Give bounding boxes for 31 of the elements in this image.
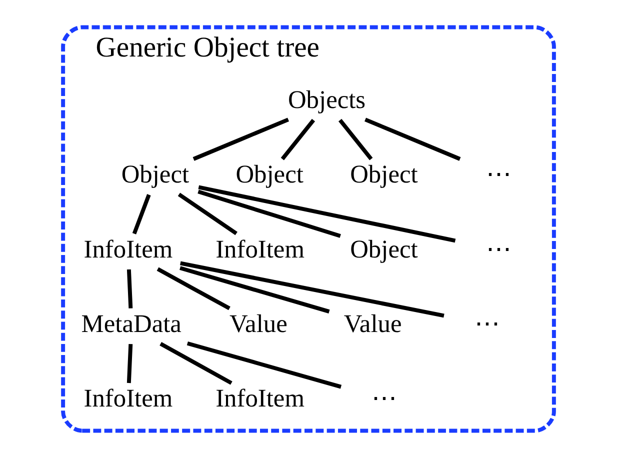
- connector: [126, 269, 133, 308]
- node-text: Objects: [288, 86, 366, 114]
- node-text: ⋯: [486, 160, 511, 189]
- node-text: Object: [121, 160, 190, 189]
- node-text: ⋯: [486, 235, 511, 264]
- connector: [180, 261, 444, 318]
- connector: [160, 342, 232, 385]
- node-text: Object: [236, 160, 304, 189]
- node-text: ⋯: [474, 310, 500, 338]
- connector: [186, 341, 342, 389]
- node-text: MetaData: [81, 310, 182, 338]
- node-text: Object: [350, 160, 418, 189]
- node-text: InfoItem: [216, 384, 304, 413]
- node-text: ⋯: [371, 384, 396, 413]
- connector: [198, 190, 341, 238]
- node-text: InfoItem: [216, 235, 304, 264]
- node-text: Object: [350, 235, 418, 264]
- node-text: InfoItem: [84, 235, 173, 264]
- connector: [180, 266, 330, 314]
- connector: [364, 118, 461, 161]
- connector: [132, 194, 151, 234]
- node-text: Value: [344, 310, 402, 338]
- connector: [280, 118, 316, 160]
- connector: [338, 118, 373, 160]
- connector: [198, 185, 456, 243]
- node-text: Value: [230, 310, 288, 338]
- node-text: InfoItem: [84, 384, 173, 413]
- connector: [126, 344, 133, 384]
- connector: [156, 267, 230, 310]
- connector: [178, 192, 238, 236]
- connector: [192, 118, 290, 161]
